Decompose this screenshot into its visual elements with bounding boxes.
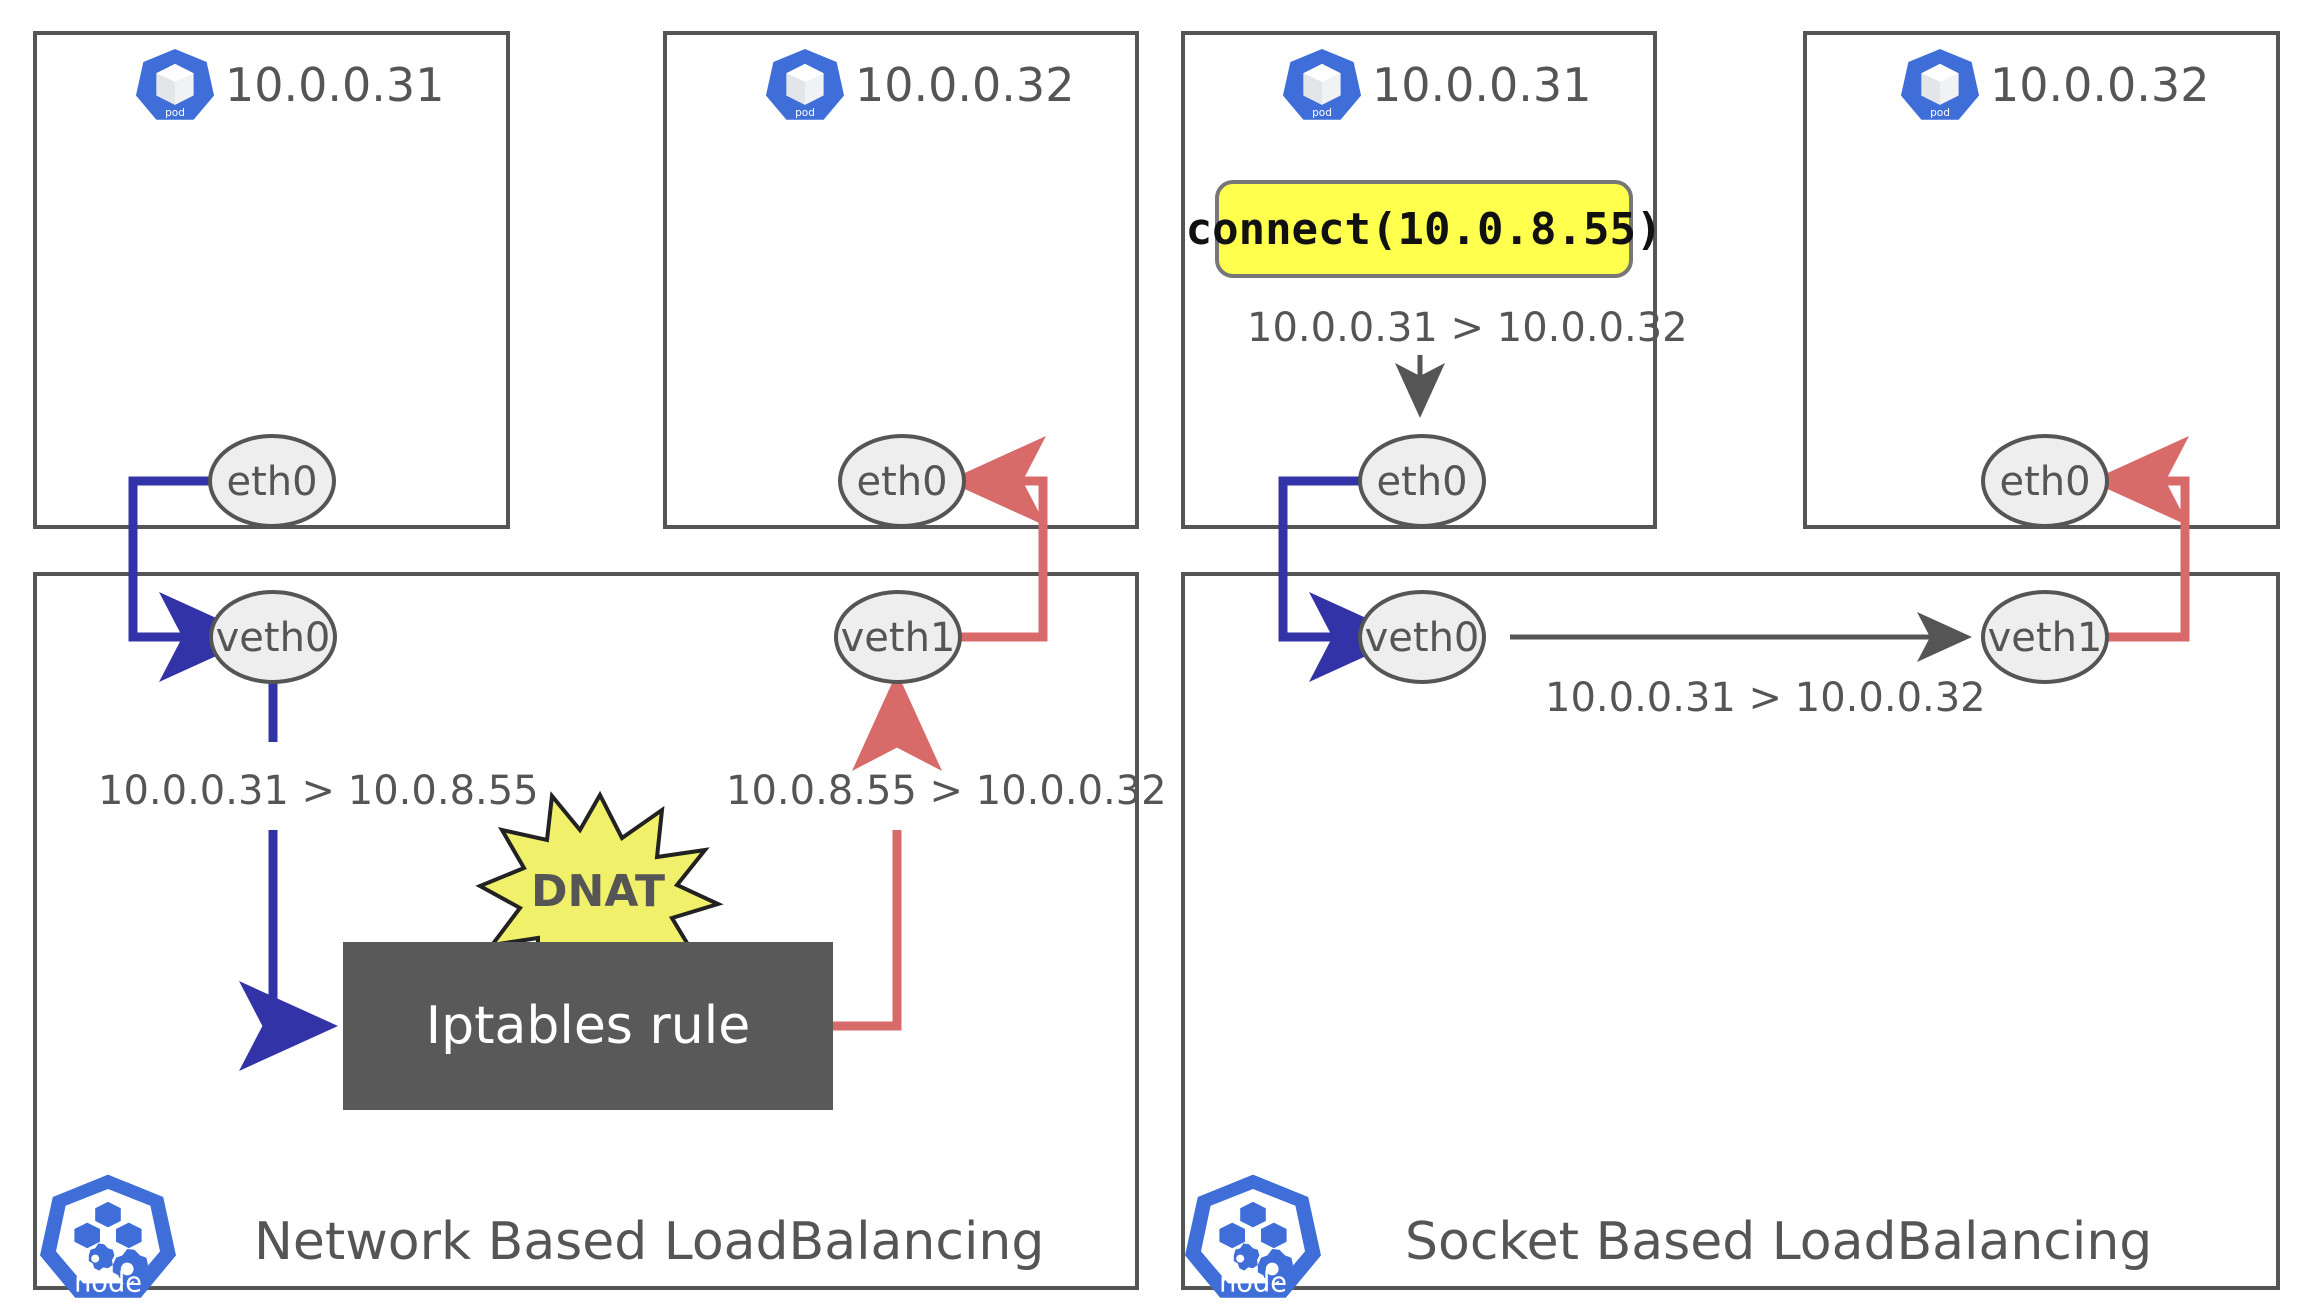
dnat-label: DNAT (531, 866, 665, 917)
left-flow-in-label: 10.0.8.55 > 10.0.0.32 (726, 768, 1167, 814)
left-veth1-label: veth1 (841, 615, 956, 661)
right-red-path-veth1-to-eth0 (2090, 436, 2190, 642)
left-red-path-veth1-to-eth0 (947, 436, 1048, 642)
right-panel-title: Socket Based LoadBalancing (1405, 1212, 2153, 1272)
left-veth0-node[interactable]: veth0 (209, 590, 337, 684)
node-icon-label: node (74, 1267, 142, 1298)
iptables-rule-box[interactable]: Iptables rule (343, 942, 833, 1110)
left-panel-title: Network Based LoadBalancing (254, 1212, 1045, 1272)
right-veth0-node[interactable]: veth0 (1358, 590, 1486, 684)
left-pod1-ip-label: 10.0.0.31 (225, 58, 445, 112)
left-pod2-eth0-node[interactable]: eth0 (838, 434, 966, 528)
left-blue-path-eth0-to-veth0 (128, 476, 258, 682)
left-veth0-label: veth0 (216, 615, 331, 661)
left-flow-out-label: 10.0.0.31 > 10.0.8.55 (98, 768, 539, 814)
left-veth1-node[interactable]: veth1 (834, 590, 962, 684)
right-node-box (1181, 572, 2280, 1290)
pod-icon-label: pod (165, 107, 185, 119)
right-pod1-eth0-node[interactable]: eth0 (1358, 434, 1486, 528)
pod-icon-label: pod (795, 107, 815, 119)
pod-icon: pod (1282, 49, 1362, 120)
left-red-path-iptables-out (833, 830, 902, 1031)
pod-icon: pod (1900, 49, 1980, 120)
right-blue-path-eth0-to-veth0 (1278, 476, 1408, 682)
left-pod1-eth0-label: eth0 (226, 459, 317, 505)
pod-icon-label: pod (1312, 107, 1332, 119)
right-pod1-eth0-label: eth0 (1376, 459, 1467, 505)
right-veth1-label: veth1 (1988, 615, 2103, 661)
iptables-rule-label: Iptables rule (425, 996, 751, 1056)
connect-call-box[interactable]: connect(10.0.8.55) (1186, 180, 1662, 278)
right-pod1-ip-label: 10.0.0.31 (1372, 58, 1592, 112)
right-node-flow-label: 10.0.0.31 > 10.0.0.32 (1545, 675, 1986, 721)
left-pod2-ip-label: 10.0.0.32 (855, 58, 1075, 112)
node-icon: node (1185, 1174, 1321, 1298)
pod-icon: pod (765, 49, 845, 120)
left-blue-path-to-iptables (239, 830, 338, 1071)
left-pod2-eth0-label: eth0 (856, 459, 947, 505)
right-pod2-eth0-label: eth0 (1999, 459, 2090, 505)
pod-icon: pod (135, 49, 215, 120)
right-veth0-label: veth0 (1365, 615, 1480, 661)
pod-icon-label: pod (1930, 107, 1950, 119)
connect-call-label: connect(10.0.8.55) (1185, 203, 1663, 255)
right-pod2-eth0-node[interactable]: eth0 (1981, 434, 2109, 528)
node-icon-label: node (1219, 1267, 1287, 1298)
left-pod1-eth0-node[interactable]: eth0 (208, 434, 336, 528)
right-veth1-node[interactable]: veth1 (1981, 590, 2109, 684)
right-pod2-ip-label: 10.0.0.32 (1990, 58, 2210, 112)
right-connect-flow-label: 10.0.0.31 > 10.0.0.32 (1247, 305, 1688, 351)
node-icon: node (40, 1174, 176, 1298)
